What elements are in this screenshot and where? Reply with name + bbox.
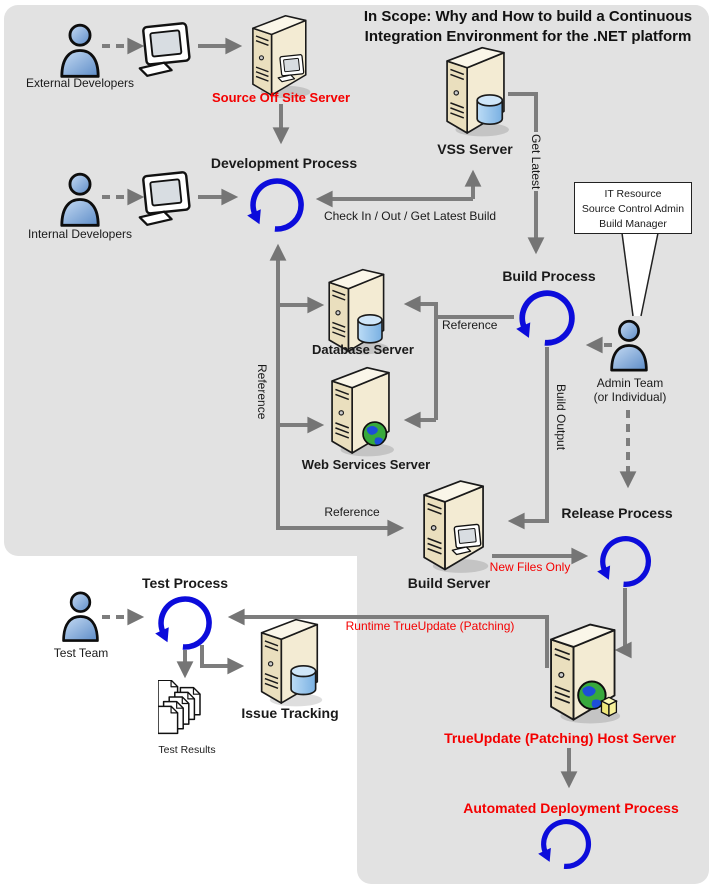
reference-dev-label: Reference: [254, 364, 269, 420]
admin-callout: IT Resource Source Control Admin Build M…: [574, 182, 692, 234]
test-results-label: Test Results: [158, 744, 216, 756]
page-title: In Scope: Why and How to build a Continu…: [348, 7, 708, 47]
crt-monitor-icon: [138, 171, 191, 227]
runtime-trueupdate-label: Runtime TrueUpdate (Patching): [345, 619, 515, 633]
document-stack-icon: [158, 680, 214, 742]
source-off-site-server-label: Source Off Site Server: [212, 90, 350, 105]
crt-monitor-icon: [138, 22, 191, 78]
person-icon: [60, 172, 100, 227]
person-icon: [610, 319, 648, 372]
release-process-label: Release Process: [561, 505, 673, 521]
admin-team-line2: (or Individual): [593, 389, 667, 404]
build-output-label: Build Output: [553, 384, 568, 451]
database-server-label: Database Server: [312, 342, 414, 357]
server-tower-icon: [550, 623, 622, 725]
admin-callout-line1: IT Resource: [604, 188, 662, 200]
server-tower-icon: [252, 14, 312, 99]
issue-tracking-label: Issue Tracking: [241, 705, 339, 721]
circular-arrow-icon: [247, 175, 307, 235]
external-developers-label: External Developers: [25, 76, 135, 90]
internal-developers-label: Internal Developers: [27, 227, 133, 241]
person-icon: [62, 591, 99, 642]
build-process-label: Build Process: [502, 268, 596, 284]
edge-get-latest: [508, 92, 545, 255]
page-title-line1: In Scope: Why and How to build a Continu…: [363, 8, 693, 25]
edge-runtime-trueupdate: [227, 608, 549, 668]
reference-build-server-label: Reference: [324, 505, 380, 519]
development-process-label: Development Process: [210, 155, 358, 171]
web-services-server-label: Web Services Server: [301, 457, 431, 472]
server-tower-icon: [260, 618, 324, 708]
person-icon: [60, 23, 100, 78]
get-latest-label: Get Latest: [528, 132, 543, 192]
circular-arrow-icon: [516, 287, 578, 349]
check-in-out-label: Check In / Out / Get Latest Build: [323, 209, 497, 223]
test-process-label: Test Process: [141, 575, 229, 591]
automated-deployment-process-label: Automated Deployment Process: [463, 800, 679, 816]
vss-server-label: VSS Server: [437, 141, 513, 157]
test-team-label: Test Team: [53, 646, 109, 660]
server-tower-icon: [331, 366, 395, 458]
callout-pointer: [621, 232, 659, 317]
trueupdate-host-server-label: TrueUpdate (Patching) Host Server: [444, 730, 676, 746]
edge-build-output: [507, 347, 549, 530]
edge-release-to-trueupdate: [614, 588, 632, 659]
build-server-label: Build Server: [407, 575, 491, 591]
admin-team-label: Admin Team (or Individual): [570, 376, 690, 405]
circular-arrow-icon: [155, 593, 215, 653]
admin-callout-line3: Build Manager: [599, 218, 667, 231]
admin-team-line1: Admin Team: [596, 376, 664, 390]
edge-testprocess-to-issuetracking: [200, 645, 245, 675]
circular-arrow-icon: [538, 816, 594, 872]
server-tower-icon: [446, 46, 510, 138]
page-title-line2: Integration Environment for the .NET pla…: [364, 28, 692, 45]
admin-callout-line2: Source Control Admin: [581, 203, 685, 216]
new-files-only-label: New Files Only: [489, 560, 571, 574]
reference-build-process-label: Reference: [442, 318, 498, 332]
